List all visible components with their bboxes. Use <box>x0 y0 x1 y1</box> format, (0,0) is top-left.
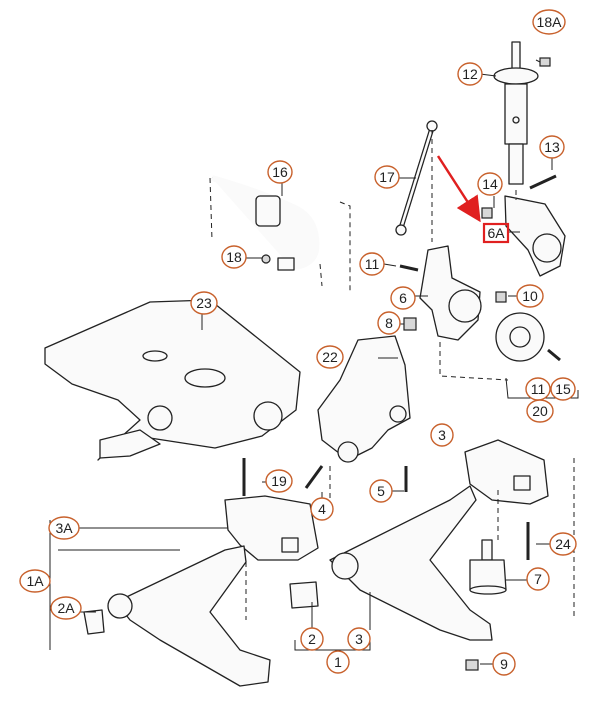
highlight-box <box>482 222 510 244</box>
callout-17: 17 <box>374 165 400 189</box>
wheel-bearing-housing <box>419 245 482 341</box>
wishbone-right <box>289 485 493 641</box>
steering-knuckle <box>504 195 566 277</box>
callout-label: 22 <box>322 349 338 365</box>
wishbone-bracket-left <box>224 495 319 561</box>
callout-label: 15 <box>555 381 571 397</box>
callout-20: 20 <box>526 399 554 423</box>
callout-12: 12 <box>457 62 483 86</box>
callout-13: 13 <box>539 135 565 159</box>
ball-joint <box>469 539 507 595</box>
callout-label: 3 <box>438 427 446 443</box>
callout-23: 23 <box>190 291 218 315</box>
callout-1: 1 <box>326 650 350 674</box>
callout-label: 6 <box>399 290 407 306</box>
stabilizer-bar <box>211 175 320 271</box>
callout-2A: 2A <box>50 596 82 620</box>
callout-label: 3 <box>355 631 363 647</box>
callout-4: 4 <box>310 497 334 521</box>
callout-label: 1 <box>334 654 342 670</box>
callout-5: 5 <box>369 479 393 503</box>
callout-label: 18A <box>537 14 563 30</box>
callout-24: 24 <box>549 532 577 556</box>
leader-lines <box>49 59 579 665</box>
wishbone-bracket-right <box>464 439 549 505</box>
callout-label: 11 <box>531 381 546 397</box>
callout-9: 9 <box>492 652 516 676</box>
callout-label: 19 <box>271 473 287 489</box>
callout-15: 15 <box>550 377 576 401</box>
callout-16: 16 <box>267 160 293 184</box>
callout-6A: 6A <box>487 225 505 241</box>
callout-8: 8 <box>377 311 401 335</box>
callout-10: 10 <box>516 284 544 308</box>
callout-label: 9 <box>500 656 508 672</box>
coupling-rod <box>395 120 438 236</box>
callout-label: 17 <box>379 169 395 185</box>
callout-11-lower: 11 <box>525 377 551 401</box>
callout-14: 14 <box>477 172 503 196</box>
highlight-annotation <box>436 155 510 244</box>
callout-label: 4 <box>318 501 326 517</box>
callout-label: 16 <box>272 164 288 180</box>
callout-label: 2A <box>57 600 75 616</box>
callout-3-right: 3 <box>430 423 454 447</box>
callout-label: 24 <box>555 536 571 552</box>
callout-label: 23 <box>196 295 212 311</box>
callout-label: 3A <box>55 520 73 536</box>
callout-3-lower: 3 <box>347 627 371 651</box>
strut-assembly <box>493 41 539 185</box>
callout-label: 8 <box>385 315 393 331</box>
callout-label: 11 <box>365 256 380 272</box>
callout-19: 19 <box>265 469 293 493</box>
callout-label: 12 <box>462 66 478 82</box>
callout-18A: 18A <box>532 9 566 35</box>
wheel-hub <box>495 312 545 362</box>
callout-label: 1A <box>26 573 44 589</box>
callout-18: 18 <box>221 245 247 269</box>
callout-label: 13 <box>544 139 560 155</box>
callout-label: 6A <box>487 225 505 241</box>
subframe <box>44 299 301 461</box>
callout-11-upper: 11 <box>359 252 385 276</box>
callout-label: 20 <box>532 403 548 419</box>
callout-1A: 1A <box>19 569 51 593</box>
callout-label: 18 <box>226 249 242 265</box>
callout-22: 22 <box>316 345 344 369</box>
callout-label: 2 <box>308 631 316 647</box>
callout-label: 10 <box>522 288 538 304</box>
callout-label: 5 <box>377 483 385 499</box>
callout-label: 14 <box>482 176 498 192</box>
callout-label: 7 <box>534 571 542 587</box>
callout-2: 2 <box>300 627 324 651</box>
callout-7: 7 <box>526 567 550 591</box>
highlight-arrow <box>436 155 481 223</box>
callout-6: 6 <box>390 286 416 310</box>
callout-3A: 3A <box>48 516 80 540</box>
engine-bracket <box>317 335 411 463</box>
wishbone-left <box>83 545 271 687</box>
